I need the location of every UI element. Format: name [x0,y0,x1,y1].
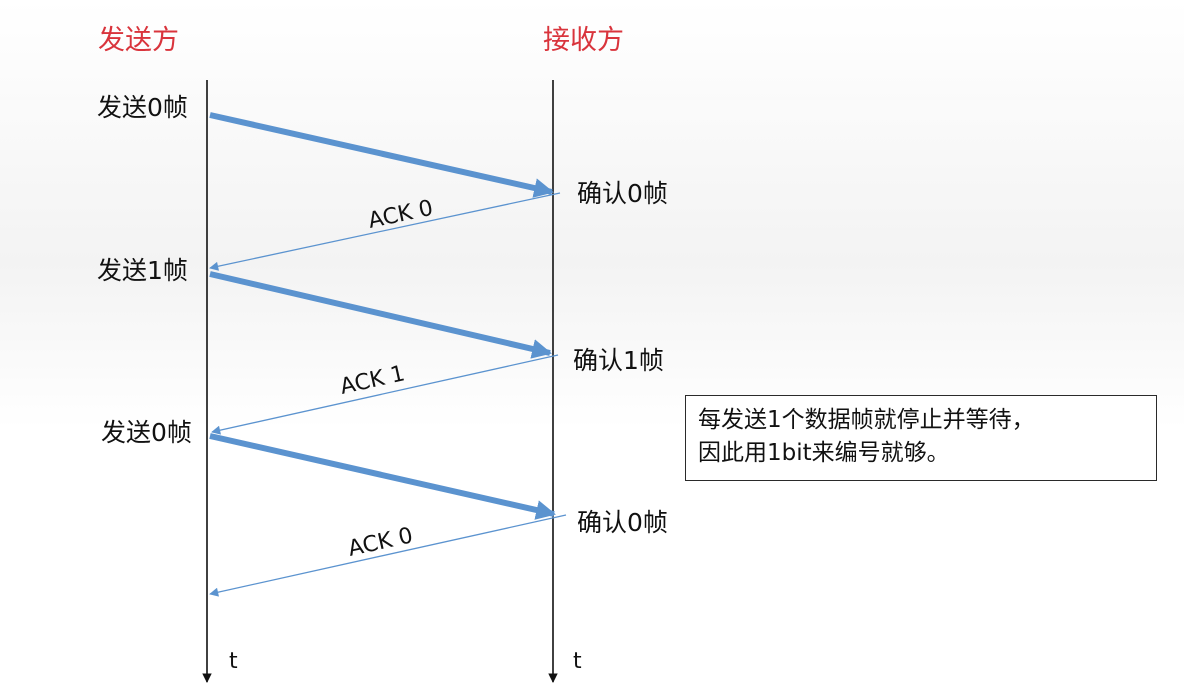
frame-arrow-2 [209,271,552,359]
receiver-event-1: 确认0帧 [577,179,668,208]
note-line-1: 每发送1个数据帧就停止并等待， [698,407,1035,433]
sender-event-3: 发送0帧 [101,418,192,447]
receiver-heading: 接收方 [543,25,624,56]
ack-label-1: ACK 0 [366,196,435,234]
frame-arrow-1 [209,112,554,198]
frame-arrow-3 [209,433,556,520]
ack-arrow-1 [209,192,561,271]
sender-event-1: 发送0帧 [97,93,188,122]
sender-time-label: t [229,649,238,674]
ack-label-2: ACK 1 [338,361,407,400]
receiver-time-label: t [573,649,582,674]
ack-arrow-3 [209,514,567,597]
receiver-event-3: 确认0帧 [577,508,668,537]
ack-arrow-2 [211,354,559,435]
note-line-2: 因此用1bit来编号就够。 [698,440,950,466]
receiver-event-2: 确认1帧 [573,346,664,375]
explanation-note: 每发送1个数据帧就停止并等待， 因此用1bit来编号就够。 [685,395,1157,481]
sender-heading: 发送方 [98,25,179,56]
sender-event-2: 发送1帧 [97,256,188,285]
